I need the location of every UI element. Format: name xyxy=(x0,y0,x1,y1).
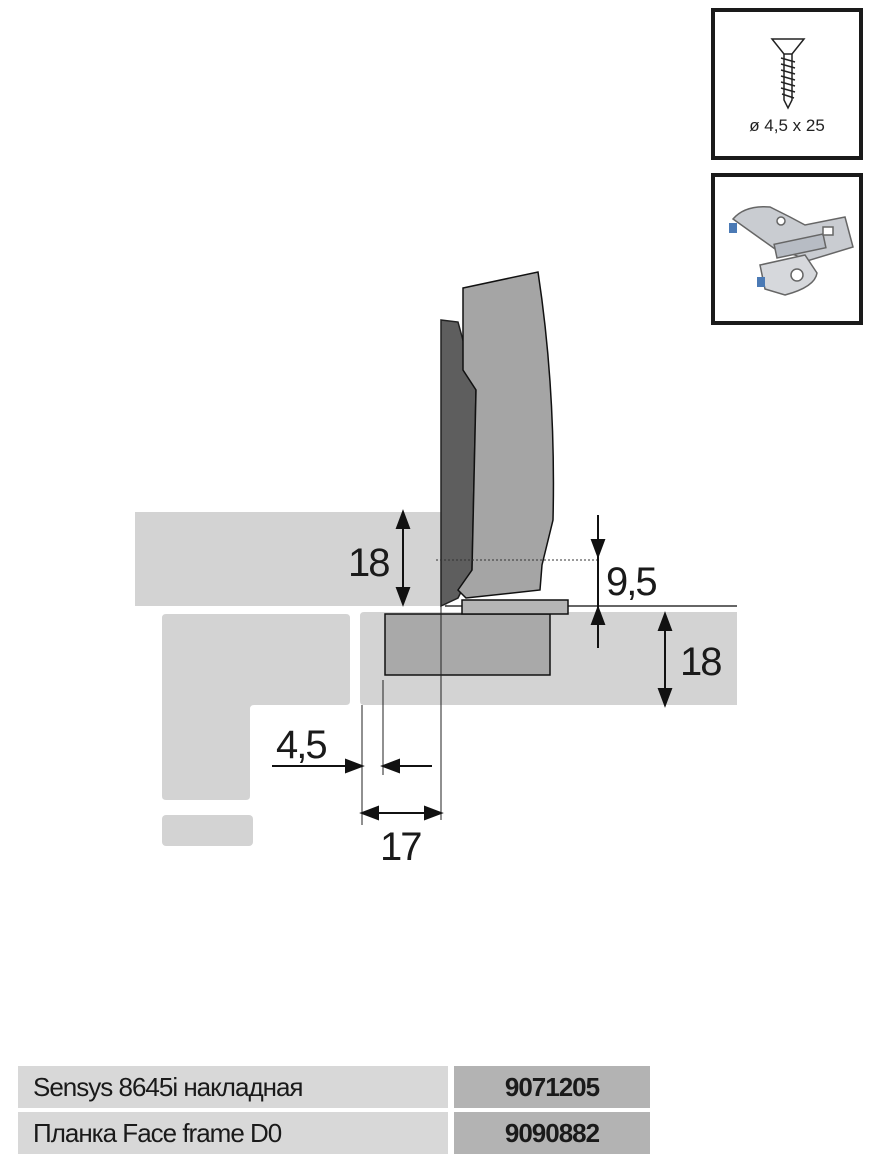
mounting-plate-icon xyxy=(729,206,854,296)
door-panel xyxy=(135,512,447,606)
screw-icon xyxy=(770,38,806,110)
part-name: Sensys 8645i накладная xyxy=(18,1066,448,1108)
plate-offset-label: 9,5 xyxy=(606,560,656,604)
screw-size-label: ø 4,5 x 25 xyxy=(749,116,825,135)
part-name: Планка Face frame D0 xyxy=(18,1112,448,1154)
table-row: Планка Face frame D0 9090882 xyxy=(18,1112,654,1154)
gap-label: 4,5 xyxy=(276,723,326,767)
part-code: 9071205 xyxy=(454,1066,650,1108)
hinge-arm xyxy=(457,271,555,599)
screw-spec-box: ø 4,5 x 25 xyxy=(711,8,863,160)
part-code: 9090882 xyxy=(454,1112,650,1154)
door-thickness-label: 18 xyxy=(348,541,389,585)
frame-thickness-label: 18 xyxy=(680,640,721,684)
table-row: Sensys 8645i накладная 9071205 xyxy=(18,1066,654,1108)
mounting-plate-box xyxy=(711,173,863,325)
hinge-cup xyxy=(384,613,551,676)
face-frame xyxy=(162,614,350,800)
face-frame-part xyxy=(162,815,253,846)
parts-table: Sensys 8645i накладная 9071205 Планка Fa… xyxy=(18,1066,654,1158)
hinge-drawing: 18 9,5 18 4,5 17 xyxy=(135,271,737,869)
overlay-label: 17 xyxy=(380,825,421,869)
mounting-plate xyxy=(461,599,569,615)
